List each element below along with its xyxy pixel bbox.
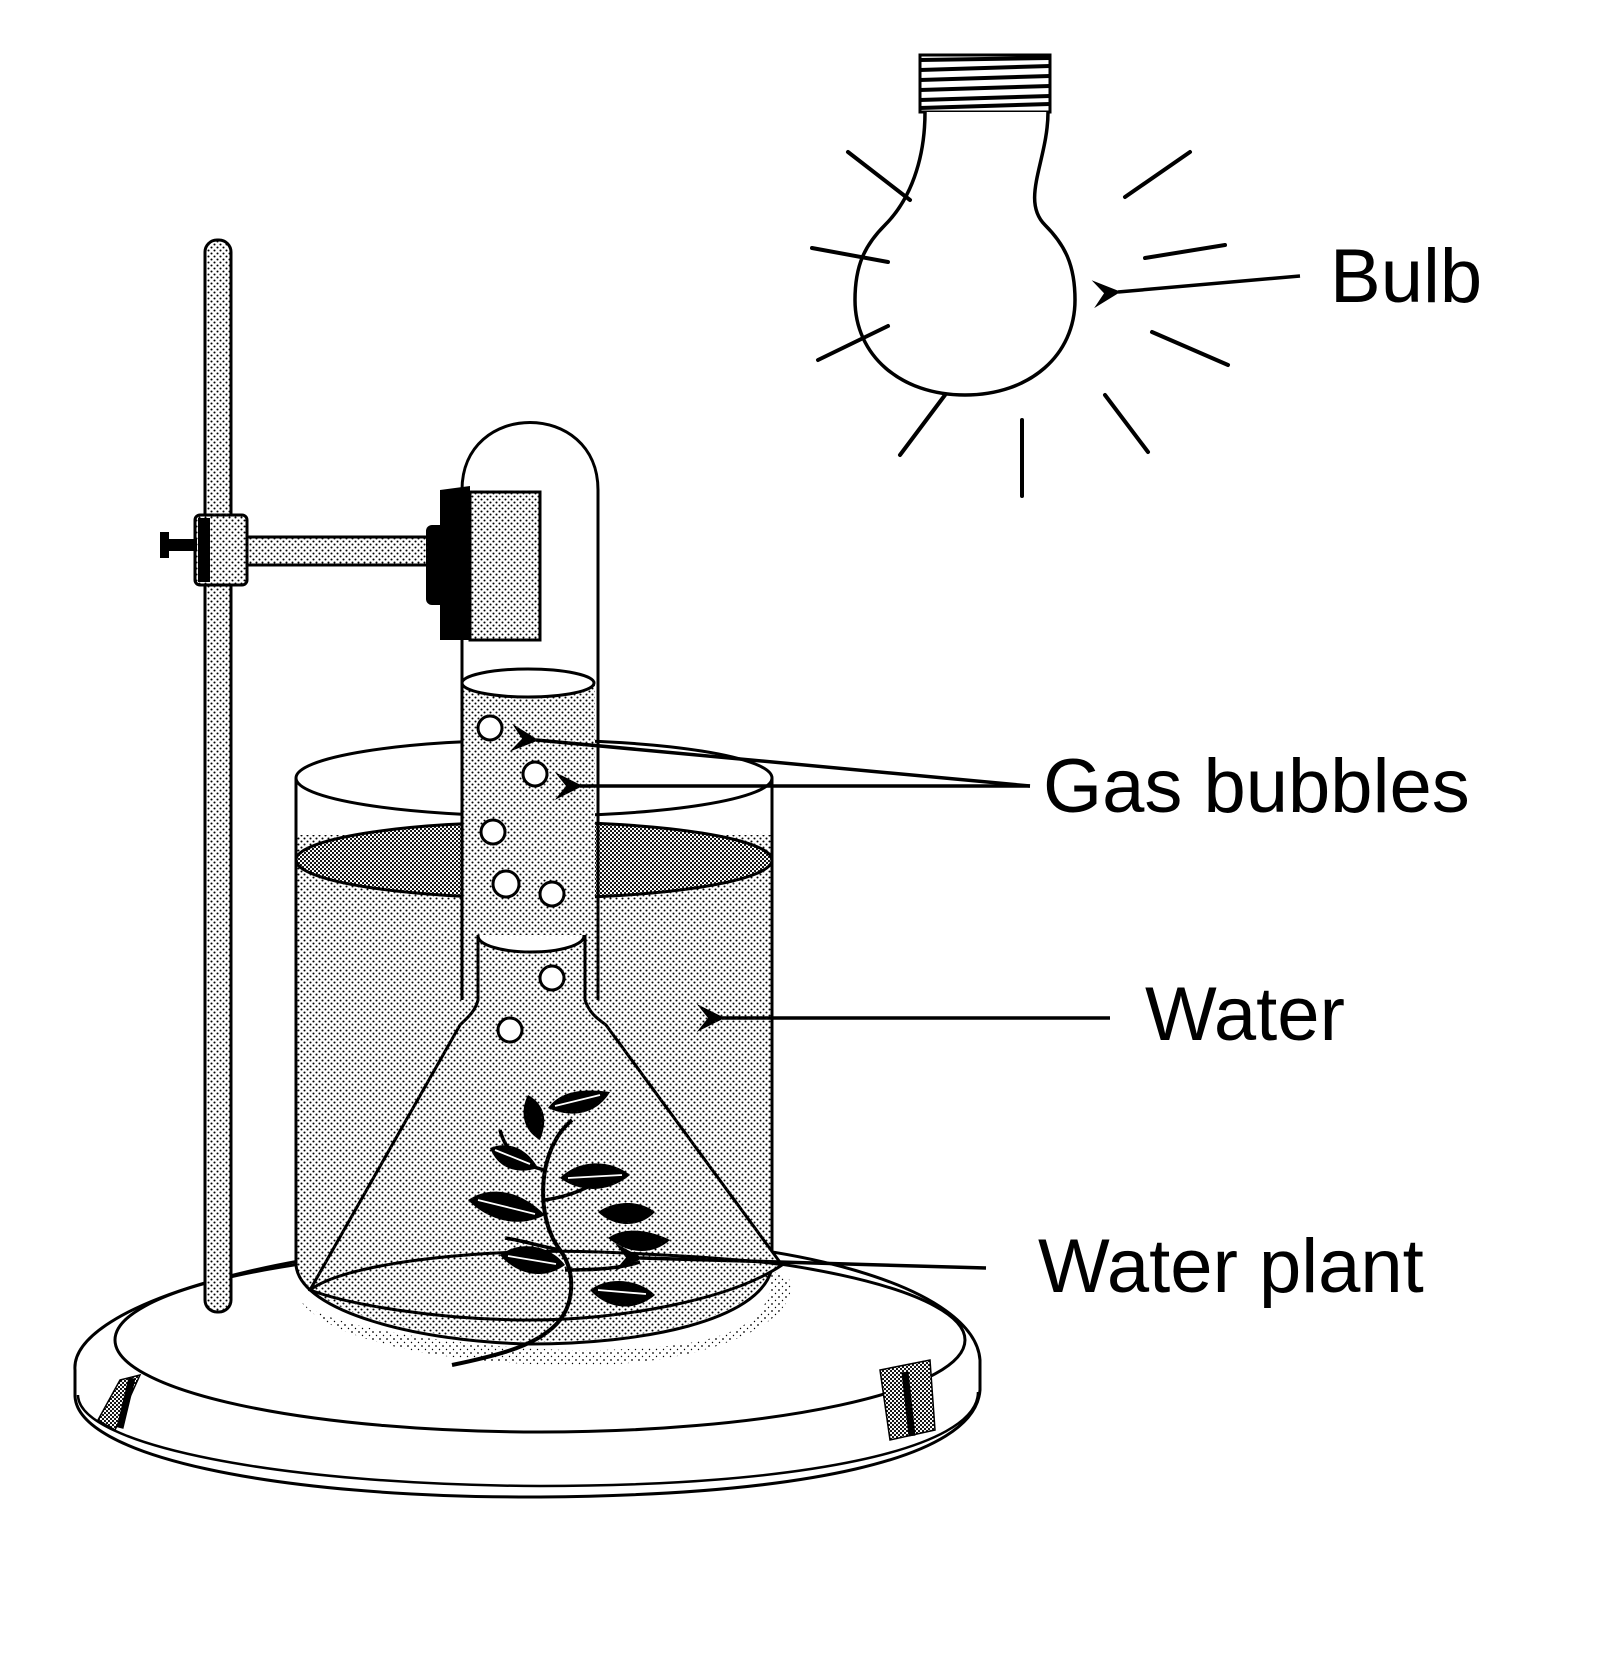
- gas-bubble: [538, 964, 566, 992]
- gas-bubble: [479, 818, 507, 846]
- bulb-leader-line: [1091, 274, 1301, 309]
- gas-bubble: [538, 880, 566, 908]
- inverted-funnel: [307, 918, 785, 1322]
- clamp-arm: [232, 535, 436, 567]
- gas-bubble: [476, 714, 504, 742]
- gas-bubble: [491, 869, 521, 899]
- light-ray: [816, 324, 890, 362]
- retort-stand-rod: [203, 238, 233, 1314]
- water-plant-leader-line: [614, 1243, 987, 1272]
- test-tube-clamp: [426, 486, 542, 642]
- plant-leaf: [523, 1095, 545, 1140]
- gas-bubbles-leader-line-upper: [509, 723, 1031, 788]
- gas-bubbles: [476, 714, 566, 1044]
- light-bulb: [810, 53, 1230, 498]
- label-leader-lines: [509, 274, 1301, 1272]
- light-ray: [1143, 243, 1227, 260]
- gas-bubbles-label: Gas bubbles: [1043, 744, 1470, 829]
- light-ray: [810, 246, 890, 264]
- labels: Bulb Gas bubbles Water Water plant: [1038, 234, 1482, 1309]
- gas-bubble: [521, 760, 549, 788]
- boss-head: [160, 513, 249, 587]
- light-ray: [898, 393, 947, 457]
- water-plant-label: Water plant: [1038, 1224, 1424, 1309]
- light-ray: [1103, 393, 1150, 454]
- light-ray: [1123, 150, 1192, 199]
- light-ray: [846, 150, 912, 202]
- test-tube: [460, 421, 600, 1000]
- plant-leaf: [598, 1203, 655, 1224]
- plant-leaf: [590, 1280, 655, 1307]
- bulb-label: Bulb: [1330, 234, 1482, 319]
- gas-bubble: [496, 1016, 524, 1044]
- light-ray: [1150, 330, 1230, 367]
- water-label: Water: [1145, 972, 1345, 1057]
